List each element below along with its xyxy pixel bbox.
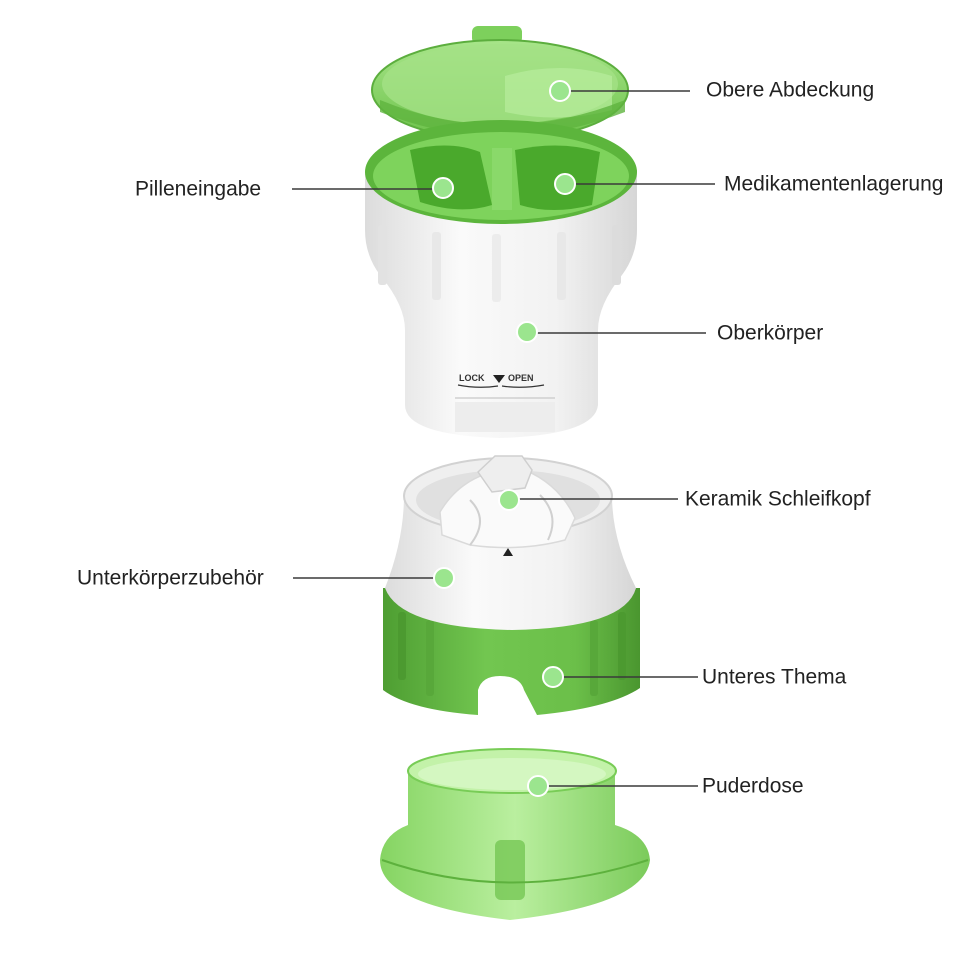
marker-dot-powder-box xyxy=(527,775,549,797)
lock-arrow-icon xyxy=(493,375,505,383)
marker-dot-lower-body-accessory xyxy=(433,567,455,589)
label-medication-storage: Medikamentenlagerung xyxy=(724,173,943,196)
powder-box xyxy=(380,748,650,920)
triangle-marker-icon xyxy=(503,548,513,556)
upper-assembly: LOCK OPEN xyxy=(365,26,637,438)
open-marking: OPEN xyxy=(508,373,534,383)
label-upper-body: Oberkörper xyxy=(717,322,823,345)
label-top-cover: Obere Abdeckung xyxy=(706,79,874,102)
label-lower-body-accessory: Unterkörperzubehör xyxy=(77,567,264,590)
label-powder-box: Puderdose xyxy=(702,775,804,798)
label-lower-thread: Unteres Thema xyxy=(702,666,847,689)
leader-lines xyxy=(292,90,715,787)
marker-dot-grinding-head xyxy=(498,489,520,511)
marker-dot-upper-body xyxy=(516,321,538,343)
marker-dot-pill-input xyxy=(432,177,454,199)
label-ceramic-grinding-head: Keramik Schleifkopf xyxy=(685,488,871,511)
part-labels: Obere Abdeckung Pilleneingabe Medikament… xyxy=(77,79,943,798)
lock-marking: LOCK xyxy=(459,373,485,383)
marker-dot-lower-thread xyxy=(542,666,564,688)
upper-body: LOCK OPEN xyxy=(365,120,637,438)
marker-dots xyxy=(432,80,576,797)
label-pill-input: Pilleneingabe xyxy=(135,178,261,201)
marker-dot-medication-storage xyxy=(554,173,576,195)
marker-dot-top-cover xyxy=(549,80,571,102)
